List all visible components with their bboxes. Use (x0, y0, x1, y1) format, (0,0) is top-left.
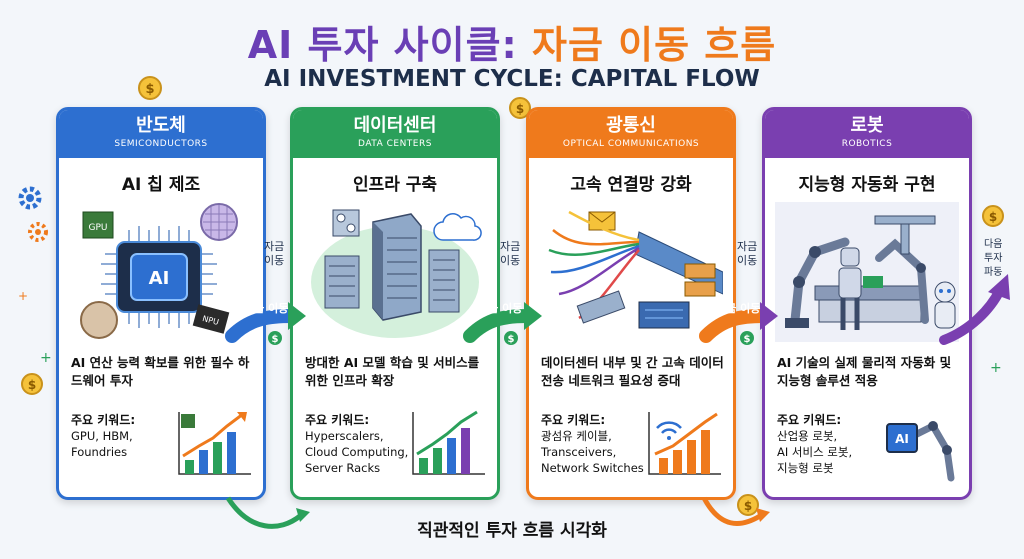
card-title-kr: 반도체 (136, 115, 186, 136)
page-title: AI 투자 사이클: 자금 이동 흐름 (0, 14, 1024, 69)
keyword-item: Network Switches (541, 461, 644, 475)
card-title-kr: 로봇 (850, 115, 884, 136)
keyword-item: 지능형 로봇 (777, 461, 834, 475)
dollar-coin-icon: $ (982, 205, 1004, 227)
robotics-illustration (775, 202, 959, 342)
sparkle-icon: + (18, 289, 28, 303)
keyword-item: Server Racks (305, 461, 381, 475)
keywords-list: GPU, HBM, Foundries (71, 428, 181, 460)
svg-text:$: $ (989, 210, 997, 224)
gear-icon (18, 186, 42, 210)
dollar-coin-icon: $ (737, 494, 759, 516)
dollar-coin-icon: $ (21, 373, 43, 395)
svg-text:$: $ (516, 102, 524, 116)
keywords-title: 주요 키워드: (71, 413, 136, 427)
bottom-caption: 직관적인 투자 흐름 시각화 (417, 521, 607, 541)
card-header: 로봇 ROBOTICS (765, 110, 969, 158)
robot-ai-badge: AI (895, 432, 909, 446)
keyword-item: Transceivers, (541, 445, 617, 459)
card-semiconductors: 반도체 SEMICONDUCTORS AI 칩 제조 GPU AI NPU AI… (56, 107, 266, 500)
card-description: AI 연산 능력 확보를 위한 필수 하드웨어 투자 (71, 355, 250, 388)
card-optical-communications: 광통신 OPTICAL COMMUNICATIONS 고속 연결망 강화 데이터… (526, 107, 736, 500)
keywords-list: 산업용 로봇, AI 서비스 로봇, 지능형 로봇 (777, 428, 887, 476)
card-title-kr: 광통신 (606, 115, 656, 136)
growth-chart-icon (178, 412, 251, 475)
page-subtitle: AI INVESTMENT CYCLE: CAPITAL FLOW (264, 66, 760, 92)
keyword-item: Hyperscalers, (305, 429, 384, 443)
card-title-en: OPTICAL COMMUNICATIONS (562, 139, 700, 149)
keyword-item: GPU, HBM, (71, 429, 133, 443)
sparkle-icon: + (40, 350, 52, 366)
card-title-kr: 데이터센터 (353, 115, 437, 136)
robot-arm-icon: AI (886, 421, 955, 482)
card-heading: 고속 연결망 강화 (570, 175, 692, 195)
keywords-title: 주요 키워드: (541, 413, 606, 427)
data-center-illustration (311, 209, 482, 338)
keywords-title: 주요 키워드: (777, 413, 842, 427)
ai-chip-label: AI (149, 268, 170, 289)
dollar-coin-icon: $ (509, 97, 531, 119)
keyword-item: Foundries (71, 445, 128, 459)
card-heading: 인프라 구축 (352, 175, 438, 195)
card-header: 광통신 OPTICAL COMMUNICATIONS (529, 110, 733, 158)
card-title-en: DATA CENTERS (358, 139, 432, 149)
growth-chart-icon (648, 412, 721, 475)
title-part1: AI 투자 사이클: (247, 23, 518, 67)
card-header: 데이터센터 DATA CENTERS (293, 110, 497, 158)
sparkle-icon: + (990, 360, 1002, 376)
card-title-en: ROBOTICS (841, 139, 893, 149)
card-header: 반도체 SEMICONDUCTORS (59, 110, 263, 158)
cloud-icon (433, 213, 482, 241)
next-wave-label: 다음 투자 파동 (984, 239, 1003, 278)
npu-chip-label: NPU (201, 314, 220, 327)
card-heading: 지능형 자동화 구현 (798, 175, 936, 195)
keyword-item: 광섬유 케이블, (541, 429, 612, 443)
card-heading: AI 칩 제조 (121, 175, 201, 195)
card-description: AI 기술의 실제 물리적 자동화 및 지능형 솔루션 적용 (777, 355, 952, 388)
card-robotics: 로봇 ROBOTICS 지능형 자동화 구현 AI 기술의 실제 물리적 자동화… (762, 107, 972, 500)
card-data-centers: 데이터센터 DATA CENTERS 인프라 구축 방대한 AI 모델 학습 및… (290, 107, 500, 500)
keyword-item: AI 서비스 로봇, (777, 445, 853, 459)
card-title-en: SEMICONDUCTORS (114, 139, 208, 149)
keyword-item: 산업용 로봇, (777, 429, 838, 443)
keywords-list: Hyperscalers, Cloud Computing, Server Ra… (305, 428, 415, 476)
keywords-list: 광섬유 케이블, Transceivers, Network Switches (541, 428, 651, 476)
keyword-item: Cloud Computing, (305, 445, 409, 459)
ai-chip-illustration: GPU AI NPU (80, 203, 238, 339)
wifi-icon (656, 421, 682, 440)
flow-arrow-label: 자금 이동 (478, 302, 523, 315)
card-description: 데이터센터 내부 및 간 고속 데이터 전송 네트워크 필요성 증대 (541, 355, 724, 388)
flow-arrow-label: 자금 이동 (716, 302, 761, 315)
keywords-title: 주요 키워드: (305, 413, 370, 427)
dollar-coin-icon: $ (138, 76, 162, 100)
card-description: 방대한 AI 모델 학습 및 서비스를 위한 인프라 확장 (305, 355, 480, 388)
fiber-optic-illustration (548, 210, 723, 329)
gpu-chip-label: GPU (89, 223, 108, 233)
svg-text:$: $ (145, 82, 154, 97)
growth-chart-icon (412, 410, 485, 475)
svg-text:$: $ (744, 499, 752, 513)
flow-arrow-label: 자금 이동 (244, 302, 289, 315)
flow-side-label: 자금 이동 (500, 240, 521, 267)
flow-side-label: 자금 이동 (264, 240, 285, 267)
gear-icon (28, 222, 48, 242)
flow-side-label: 자금 이동 (737, 240, 758, 267)
title-part2: 자금 이동 흐름 (532, 23, 777, 67)
svg-text:$: $ (28, 378, 36, 392)
